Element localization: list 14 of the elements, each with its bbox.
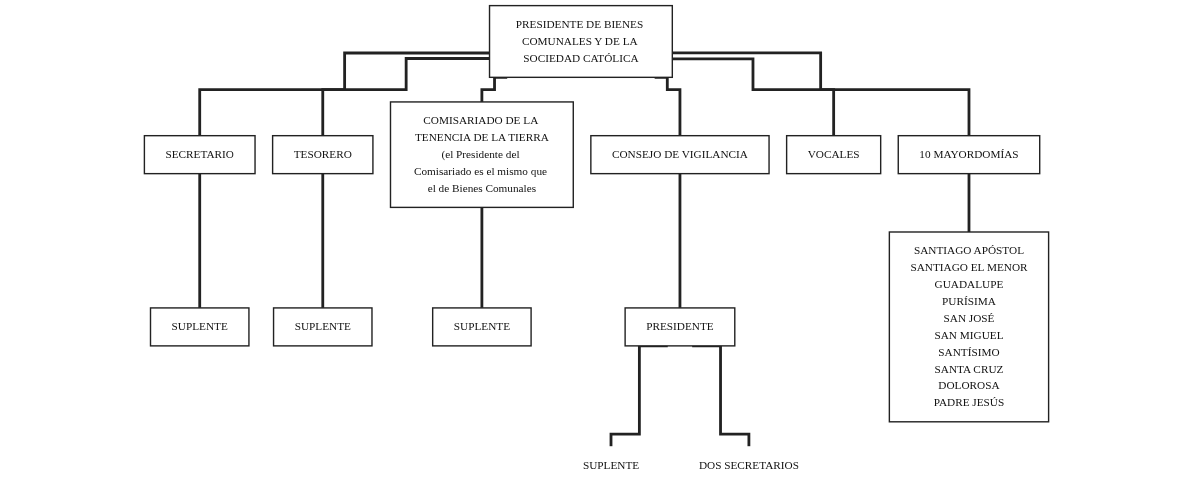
node-box: CONSEJO DE VIGILANCIA: [590, 134, 770, 175]
node-box: PRESIDENTE: [624, 307, 736, 347]
node-box: TESORERO: [271, 134, 374, 175]
node-box: SUPLENTE: [272, 307, 373, 347]
node-box: SUPLENTE: [149, 307, 250, 347]
node-box: VOCALES: [785, 134, 882, 175]
node-text: SUPLENTE: [582, 459, 640, 472]
node-box: COMISARIADO DE LA TENENCIA DE LA TIERRA (el Presidente del Comisariado es el mismo que el de Bienes Comunales: [389, 101, 574, 209]
node-box: PRESIDENTE DE BIENES COMUNALES Y DE LA SOCIEDAD CATÓLICA: [488, 4, 673, 79]
node-box: SANTIAGO APÓSTOL SANTIAGO EL MENOR GUADALUPE PURÍSIMA SAN JOSÉ SAN MIGUEL SANTÍSIMO SANTA CRUZ DOLOROSA PADRE JESÚS: [888, 231, 1050, 423]
node-box: SECRETARIO: [143, 134, 256, 175]
node-box: 10 MAYORDOMÍAS: [897, 134, 1041, 175]
node-text: DOS SECRETARIOS: [698, 459, 799, 472]
node-box: SUPLENTE: [431, 307, 532, 347]
